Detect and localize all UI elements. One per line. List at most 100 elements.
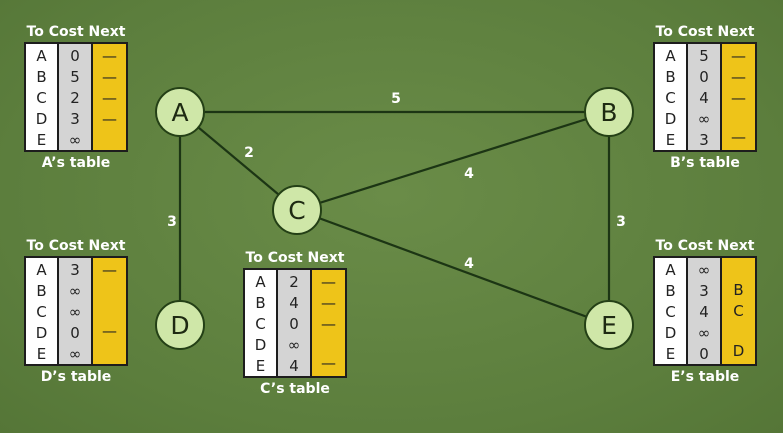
edge-label-a-d: 3 (167, 214, 177, 230)
next-column: — — — — (312, 270, 345, 376)
next-cell (93, 301, 126, 321)
to-cell: B (665, 282, 676, 300)
next-cell (722, 322, 755, 342)
cost-column: 5 0 4 ∞ 3 (688, 44, 722, 150)
next-cell: — (731, 128, 746, 146)
next-cell: — (731, 47, 746, 65)
cost-column: ∞ 3 4 ∞ 0 (688, 258, 722, 364)
header-next: Next (307, 250, 345, 266)
routing-table-b: To Cost Next A B C D E 5 0 4 ∞ 3 — — — —… (653, 22, 757, 174)
header-cost: Cost (677, 24, 713, 40)
to-column: A B C D E (26, 258, 59, 364)
table-body: A B C D E 0 5 2 3 ∞ — — — — (24, 42, 128, 152)
cost-cell: 0 (70, 324, 80, 342)
to-cell: C (665, 89, 676, 107)
cost-cell: ∞ (68, 303, 82, 321)
header-to: To (26, 238, 44, 254)
header-to: To (26, 24, 44, 40)
node-a[interactable]: A (155, 87, 205, 137)
next-cell: B (733, 280, 744, 299)
node-e[interactable]: E (584, 300, 634, 350)
to-cell: E (255, 357, 266, 375)
header-next: Next (88, 238, 126, 254)
cost-cell: ∞ (697, 261, 711, 279)
to-cell: E (665, 345, 676, 363)
next-cell (722, 109, 755, 127)
next-column: — — — — (93, 44, 126, 150)
to-cell: A (665, 47, 676, 65)
header-cost: Cost (48, 24, 84, 40)
cost-cell: ∞ (68, 345, 82, 363)
table-title: B’s table (670, 155, 740, 171)
node-c[interactable]: C (272, 185, 322, 235)
header-next: Next (88, 24, 126, 40)
table-header: To Cost Next (24, 236, 128, 256)
to-cell: E (36, 345, 47, 363)
next-cell: — (731, 89, 746, 107)
header-cost: Cost (267, 250, 303, 266)
cost-cell: 5 (70, 68, 80, 86)
to-cell: A (665, 261, 676, 279)
to-cell: A (255, 273, 266, 291)
to-cell: A (36, 261, 47, 279)
edge-label-c-e: 4 (464, 256, 474, 272)
next-cell (93, 281, 126, 301)
header-to: To (245, 250, 263, 266)
to-cell: B (36, 282, 47, 300)
cost-cell: 3 (70, 261, 80, 279)
cost-cell: ∞ (697, 110, 711, 128)
edge-label-a-c: 2 (244, 145, 254, 161)
next-cell: D (732, 342, 745, 360)
cost-column: 0 5 2 3 ∞ (59, 44, 93, 150)
cost-cell: 4 (289, 357, 299, 375)
table-body: A B C D E 2 4 0 ∞ 4 — — — — (243, 268, 347, 378)
next-column: — — (93, 258, 126, 364)
table-header: To Cost Next (653, 22, 757, 42)
next-cell: — (102, 68, 117, 86)
to-cell: B (36, 68, 47, 86)
next-cell: — (321, 354, 336, 372)
cost-cell: 3 (70, 110, 80, 128)
header-to: To (655, 24, 673, 40)
next-cell: C (733, 301, 744, 320)
cost-cell: 2 (70, 89, 80, 107)
next-cell: — (102, 261, 117, 279)
to-column: A B C D E (26, 44, 59, 150)
node-d[interactable]: D (155, 300, 205, 350)
to-cell: C (36, 89, 47, 107)
table-title: D’s table (40, 369, 112, 385)
header-next: Next (717, 24, 755, 40)
edge-c-e (296, 208, 610, 327)
header-to: To (655, 238, 673, 254)
cost-cell: 0 (289, 315, 299, 333)
cost-cell: 5 (699, 47, 709, 65)
cost-cell: 0 (70, 47, 80, 65)
next-cell: — (102, 110, 117, 128)
to-cell: C (255, 315, 266, 333)
routing-table-c: To Cost Next A B C D E 2 4 0 ∞ 4 — — — —… (243, 248, 347, 400)
to-cell: D (664, 110, 677, 128)
edge-label-a-b: 5 (391, 91, 401, 107)
next-cell: — (102, 89, 117, 107)
next-cell: — (321, 273, 336, 291)
edge-label-b-e: 3 (616, 214, 626, 230)
to-cell: C (36, 303, 47, 321)
cost-cell: ∞ (287, 336, 301, 354)
next-cell: — (731, 68, 746, 86)
next-cell (722, 260, 755, 280)
table-title: E’s table (670, 369, 740, 385)
table-title: A’s table (41, 155, 111, 171)
node-b[interactable]: B (584, 87, 634, 137)
table-body: A B C D E 5 0 4 ∞ 3 — — — — (653, 42, 757, 152)
edge-label-c-b: 4 (464, 166, 474, 182)
table-body: A B C D E 3 ∞ ∞ 0 ∞ — — (24, 256, 128, 366)
cost-column: 3 ∞ ∞ 0 ∞ (59, 258, 93, 364)
next-cell (93, 342, 126, 362)
next-cell: — (102, 47, 117, 65)
routing-table-e: To Cost Next A B C D E ∞ 3 4 ∞ 0 B C D E… (653, 236, 757, 388)
header-cost: Cost (48, 238, 84, 254)
header-next: Next (717, 238, 755, 254)
cost-cell: ∞ (68, 131, 82, 149)
